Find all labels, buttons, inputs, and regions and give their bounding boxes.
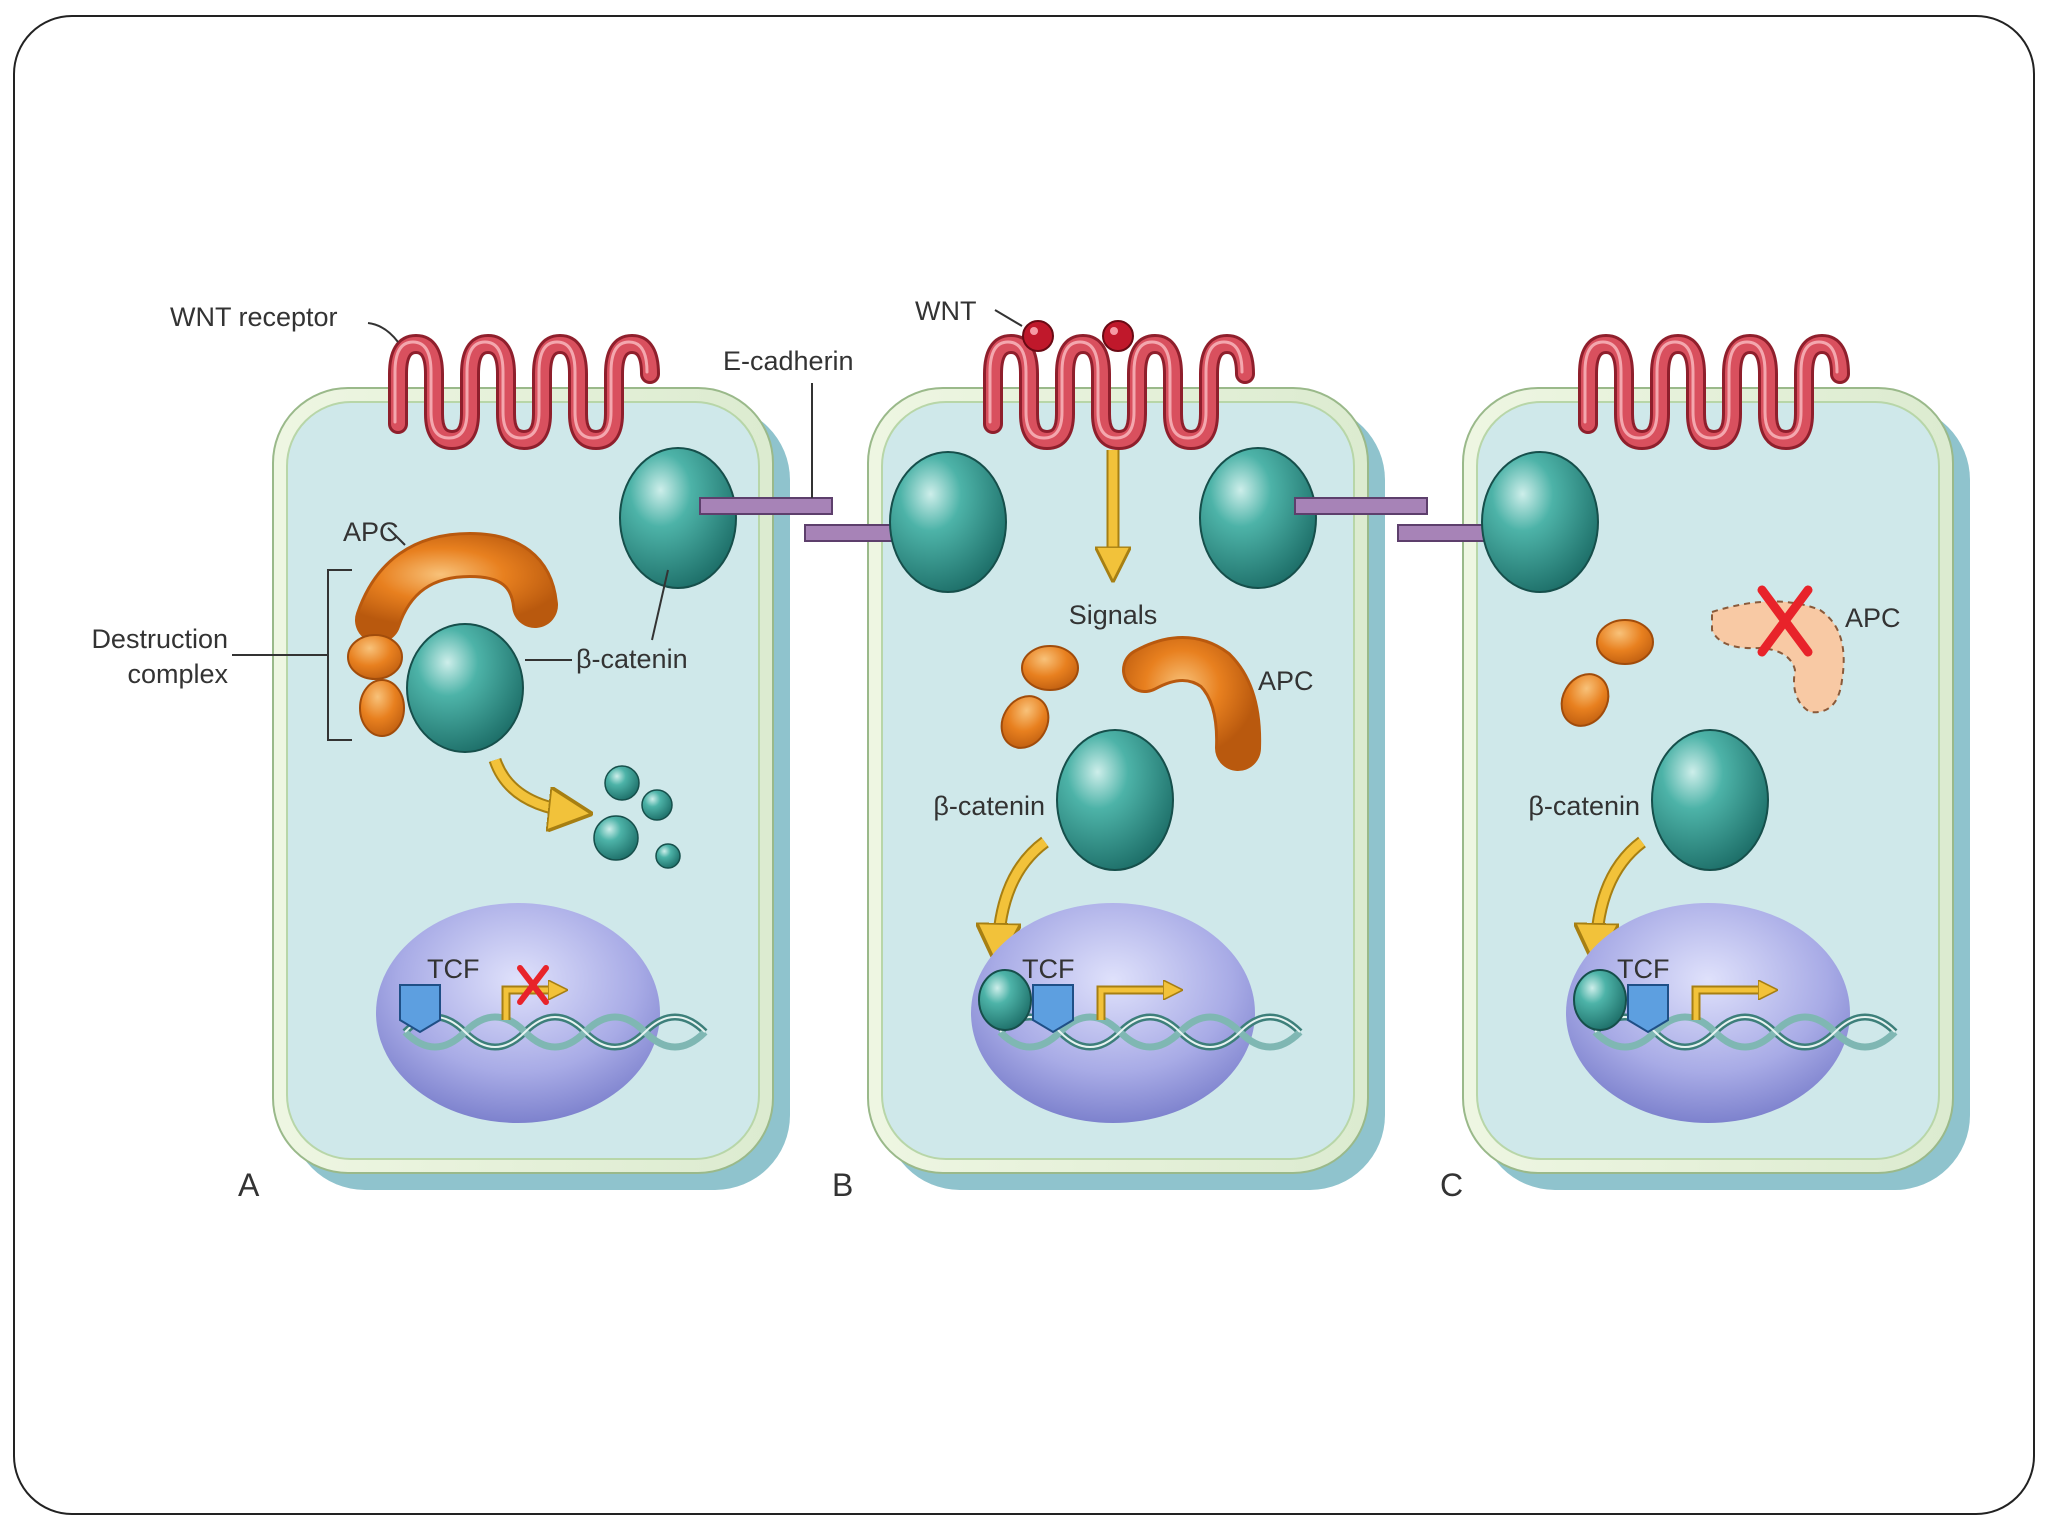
- e-cadherin-label: E-cadherin: [723, 346, 854, 376]
- nucleus-a: [376, 903, 660, 1123]
- complex-protein-a1: [347, 634, 403, 680]
- panel-letter-b: B: [832, 1167, 853, 1203]
- complex-protein-c2: [1560, 673, 1610, 727]
- complex-protein-b1: [1021, 645, 1079, 691]
- panel-a: Destruction complex APC β-catenin TCF A: [91, 342, 833, 1203]
- complex-protein-a2: [359, 679, 405, 737]
- tcf-c: [1627, 984, 1669, 1034]
- wnt-receptor-leader: [367, 322, 399, 343]
- e-cadherin-a: [699, 497, 833, 515]
- tcf-b: [1032, 984, 1074, 1034]
- mutation-x-icon: [1757, 585, 1813, 657]
- complex-protein-c1: [1596, 619, 1654, 665]
- beta-catenin-membrane-b-right: [1199, 447, 1317, 589]
- beta-catenin-nuclear-b: [978, 969, 1032, 1031]
- wnt-ligand-2: [1102, 320, 1134, 352]
- beta-catenin-free-c: [1651, 729, 1769, 871]
- degraded-fragment-2: [641, 789, 673, 821]
- beta-catenin-free-b: [1056, 729, 1174, 871]
- wnt-receptor-label: WNT receptor: [170, 302, 338, 332]
- degraded-fragment-3: [593, 815, 639, 861]
- blocked-x-icon: [517, 965, 549, 1005]
- destruction-complex-label-line1: Destruction: [91, 624, 228, 654]
- apc-label-a: APC: [343, 517, 399, 547]
- degraded-fragment-1: [604, 765, 640, 801]
- apc-label-b: APC: [1258, 666, 1314, 696]
- panel-letter-c: C: [1440, 1167, 1463, 1203]
- apc-label-c: APC: [1845, 603, 1901, 633]
- beta-catenin-nuclear-c: [1573, 969, 1627, 1031]
- beta-catenin-membrane-c: [1481, 451, 1599, 593]
- tcf-label-b: TCF: [1022, 954, 1074, 984]
- tcf-label-a: TCF: [427, 954, 479, 984]
- beta-catenin-label-c: β-catenin: [1528, 791, 1640, 821]
- beta-catenin-membrane-b-left: [889, 451, 1007, 593]
- beta-catenin-complex-a: [406, 623, 524, 753]
- degraded-fragment-4: [655, 843, 681, 869]
- beta-catenin-membrane-a: [619, 447, 737, 589]
- panel-c: APC β-catenin TCF C: [1397, 342, 1970, 1203]
- complex-protein-b2: [1000, 695, 1050, 749]
- tcf-label-c: TCF: [1617, 954, 1669, 984]
- beta-catenin-label-b: β-catenin: [933, 791, 1045, 821]
- e-cadherin-b-right: [1294, 497, 1428, 515]
- wnt-ligand-1: [1022, 320, 1054, 352]
- panel-b: WNT E-cadherin Signals APC β-catenin TCF: [723, 296, 1428, 1203]
- wnt-label: WNT: [915, 296, 976, 326]
- beta-catenin-label-a: β-catenin: [576, 644, 688, 674]
- nucleus-b: [971, 903, 1255, 1123]
- nucleus-c: [1566, 903, 1850, 1123]
- destruction-complex-label-line2: complex: [127, 659, 228, 689]
- tcf-a: [399, 984, 441, 1034]
- panel-letter-a: A: [238, 1167, 260, 1203]
- signals-label: Signals: [1069, 600, 1158, 630]
